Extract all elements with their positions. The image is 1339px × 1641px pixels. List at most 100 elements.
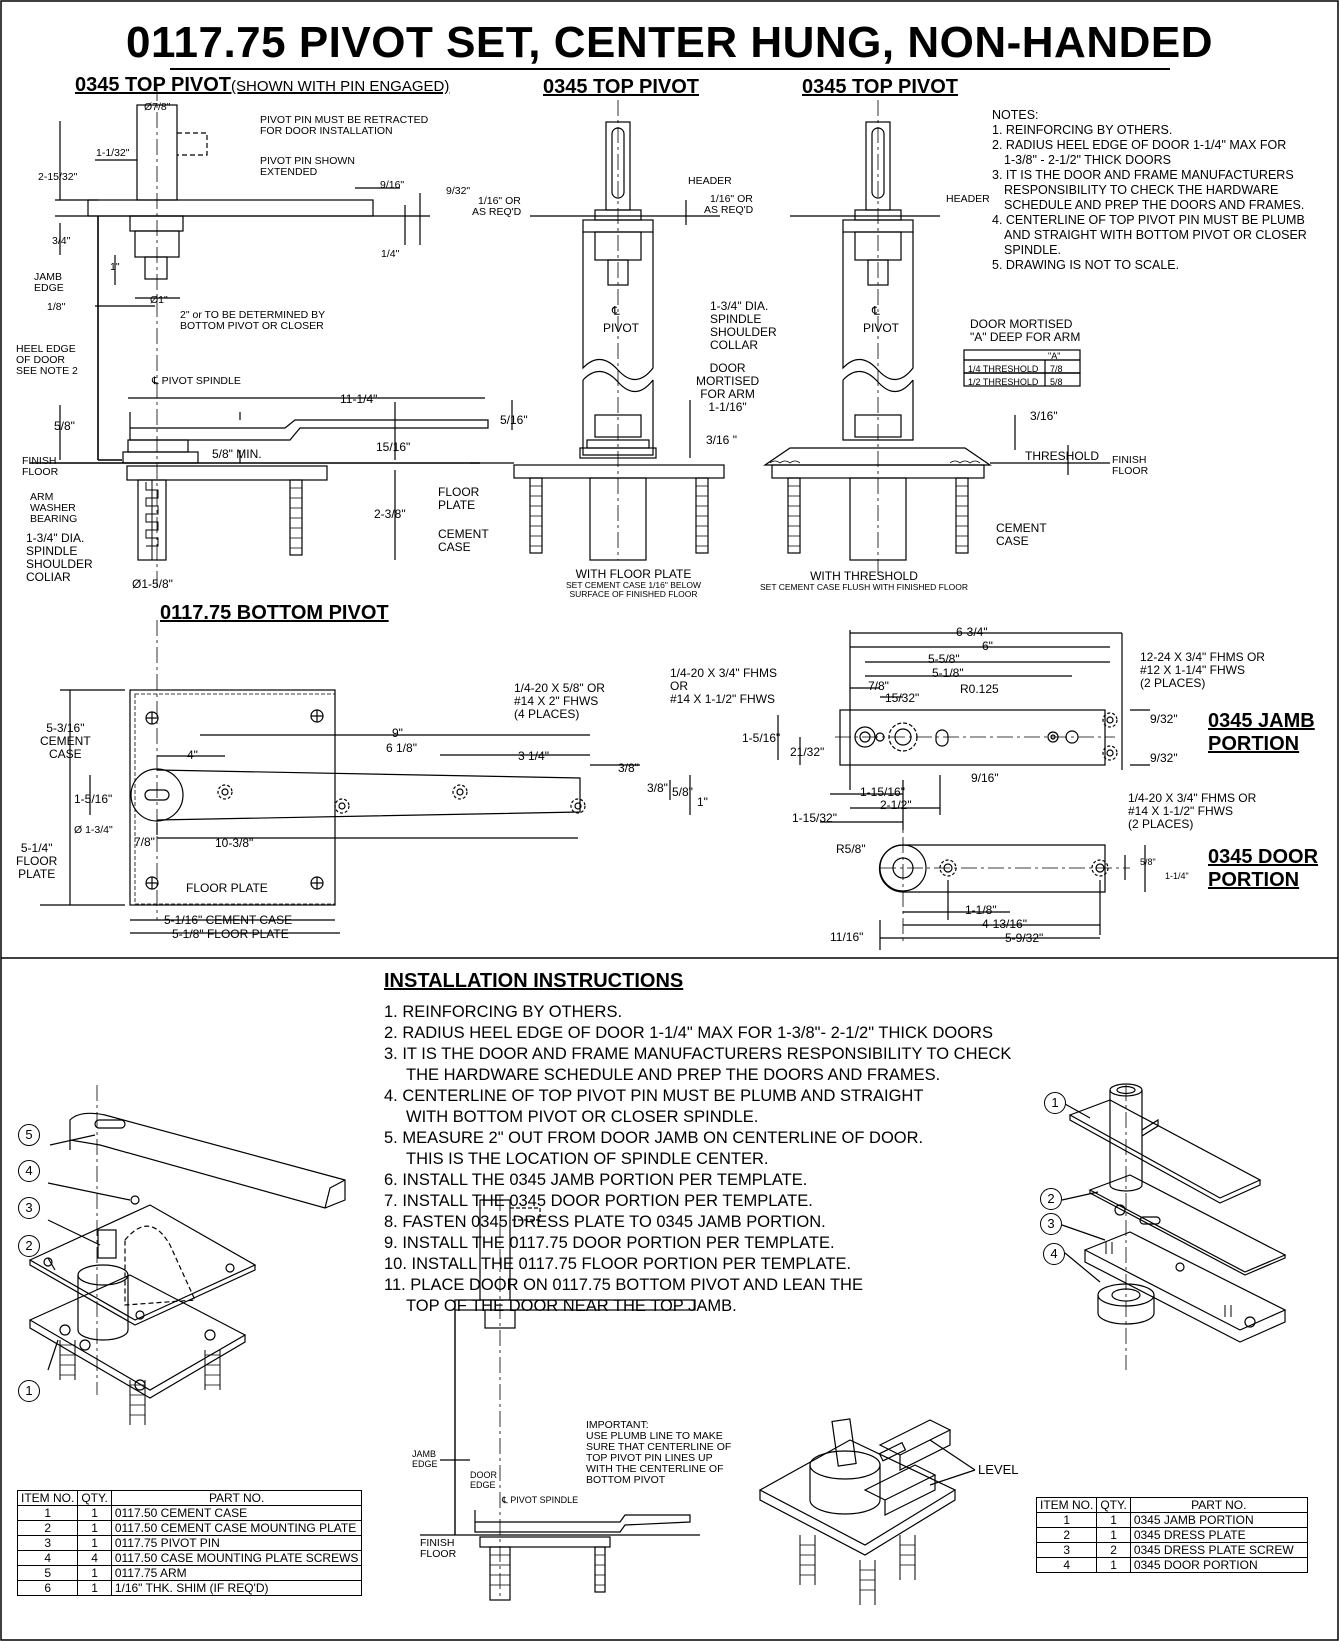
table-header: QTY.	[1096, 1497, 1131, 1513]
note-line: 2. RADIUS HEEL EDGE OF DOOR 1-1/4" MAX F…	[992, 138, 1287, 152]
table-header-row: ITEM NO. QTY. PART NO.	[16, 1490, 363, 1506]
dim-collar-dia: Ø1-5/8"	[132, 577, 173, 591]
dim-4: 4"	[187, 748, 198, 762]
label-cl-1: ℄	[612, 304, 620, 318]
dim-9-16: 9/16"	[380, 179, 405, 191]
door-portion-plan-drawing	[878, 810, 1146, 950]
dim-r5-8: R5/8"	[836, 842, 866, 856]
dim-3-16: 3/16"	[1030, 409, 1058, 423]
install-step: 1. REINFORCING BY OTHERS.	[384, 1003, 623, 1021]
dim-1-4: 1/4"	[381, 248, 400, 260]
dim-door-5-8: 5/8"	[1140, 857, 1156, 867]
dim-1-b: 1"	[697, 795, 708, 809]
floor-plate-elevation-drawing	[470, 100, 725, 561]
dim-pin-dia-1: Ø1"	[150, 294, 168, 306]
dim-3-8-b: 3/8"	[647, 781, 668, 795]
dim-21-32: 21/32"	[790, 745, 825, 759]
dim-5-8: 5/8"	[54, 419, 75, 433]
note-line: SPINDLE.	[1004, 243, 1061, 257]
dim-2-3-8: 2-3/8"	[374, 507, 406, 521]
dim-4-13-16: 4-13/16"	[982, 917, 1027, 931]
dim-5-5-8: 5-5/8"	[928, 652, 960, 666]
label-small-pivot-spindle: ℄ PIVOT SPINDLE	[502, 1495, 579, 1505]
label-floor-plate-center: FLOOR PLATE	[186, 881, 268, 895]
label-pivot-2: PIVOT	[863, 321, 900, 335]
dim-5-1-8: 5-1/8"	[932, 666, 964, 680]
dim-3-4: 3/4"	[52, 235, 71, 247]
label-header-1: HEADER	[688, 175, 732, 187]
label-r0125: R0.125	[960, 682, 999, 696]
dim-5-16: 5/16"	[500, 413, 528, 427]
dim-3-16-b: 3/16 "	[706, 433, 737, 447]
heading-installation: INSTALLATION INSTRUCTIONS	[384, 970, 684, 992]
dim-6: 6"	[982, 639, 993, 653]
dim-jamb-7-8: 7/8"	[868, 679, 889, 693]
dim-1-5-16: 1-5/16"	[74, 792, 113, 806]
dim-5-8-b: 5/8"	[672, 785, 693, 799]
dim-door-1-1-4: 1-1/4"	[1165, 871, 1189, 881]
install-step: 11. PLACE DOOR ON 0117.75 BOTTOM PIVOT A…	[384, 1276, 863, 1294]
table-threshold-1-2: 1/2 THRESHOLD	[968, 377, 1039, 387]
dim-3-1-4: 3 1/4"	[518, 749, 549, 763]
heading-top-pivot-3: 0345 TOP PIVOT	[802, 76, 959, 98]
heading-top-pivot-1: 0345 TOP PIVOT(SHOWN WITH PIN ENGAGED)	[75, 74, 450, 96]
dim-1-1-32: 1-1/32"	[96, 147, 130, 159]
table-threshold-1-4: 1/4 THRESHOLD	[968, 364, 1039, 374]
dim-jamb-1-5-16: 1-5/16"	[742, 731, 781, 745]
dim-floor-plate-width: 5-1/8" FLOOR PLATE	[172, 927, 289, 941]
dim-9-32: 9/32"	[446, 185, 471, 197]
dim-jamb-9-32-a: 9/32"	[1150, 712, 1178, 726]
table-header: PART NO.	[110, 1490, 363, 1506]
note-line: AND STRAIGHT WITH BOTTOM PIVOT OR CLOSER	[1004, 228, 1307, 242]
note-line: NOTES:	[992, 108, 1039, 122]
dim-1-15-16: 1-15/16"	[860, 785, 905, 799]
callout-right-4: 4	[1043, 1243, 1065, 1265]
dim-10-3-8: 10-3/8"	[215, 836, 254, 850]
install-step: 8. FASTEN 0345 DRESS PLATE TO 0345 JAMB …	[384, 1213, 826, 1231]
dim-spindle-1-3-4: Ø 1-3/4"	[74, 824, 113, 836]
label-header-2: HEADER	[946, 193, 990, 205]
note-line: 1. REINFORCING BY OTHERS.	[992, 123, 1173, 137]
label-jamb-screws-2: 12-24 X 3/4" FHMS OR#12 X 1-1/4" FHWS(2 …	[1140, 650, 1265, 690]
level-check-isometric-drawing	[758, 1418, 976, 1605]
dim-3-8-a: 3/8"	[618, 761, 639, 775]
note-line: 5. DRAWING IS NOT TO SCALE.	[992, 258, 1180, 272]
callout-3: 3	[18, 1197, 40, 1219]
threshold-elevation-drawing	[763, 100, 1110, 575]
note-line: 1-3/8" - 2-1/2" THICK DOORS	[1004, 153, 1172, 167]
label-level: LEVEL	[978, 1462, 1019, 1477]
install-step: THIS IS THE LOCATION OF SPINDLE CENTER.	[406, 1150, 769, 1168]
dim-2-1-2: 2-1/2"	[880, 798, 912, 812]
dim-2-15-32: 2-15/32"	[38, 171, 78, 183]
table-threshold-1-2-value: 5/8	[1050, 377, 1063, 387]
label-plate-screws: 1/4-20 X 5/8" OR#14 X 2" FHWS(4 PLACES)	[514, 681, 605, 721]
callout-2: 2	[18, 1235, 40, 1257]
label-door-screws: 1/4-20 X 3/4" FHMS OR#14 X 1-1/2" FHWS(2…	[1128, 791, 1257, 831]
dim-5-8-min: 5/8" MIN.	[212, 447, 262, 461]
dim-door-1-1-8: 1-1/8"	[965, 903, 997, 917]
dim-1-15-32: 1-15/32"	[792, 811, 837, 825]
label-door-mortised-a: DOOR MORTISED"A" DEEP FOR ARM	[970, 317, 1081, 344]
dim-15-16: 15/16"	[376, 440, 411, 454]
note-line: 4. CENTERLINE OF TOP PIVOT PIN MUST BE P…	[992, 213, 1305, 227]
table-a-header: "A"	[1048, 351, 1061, 361]
